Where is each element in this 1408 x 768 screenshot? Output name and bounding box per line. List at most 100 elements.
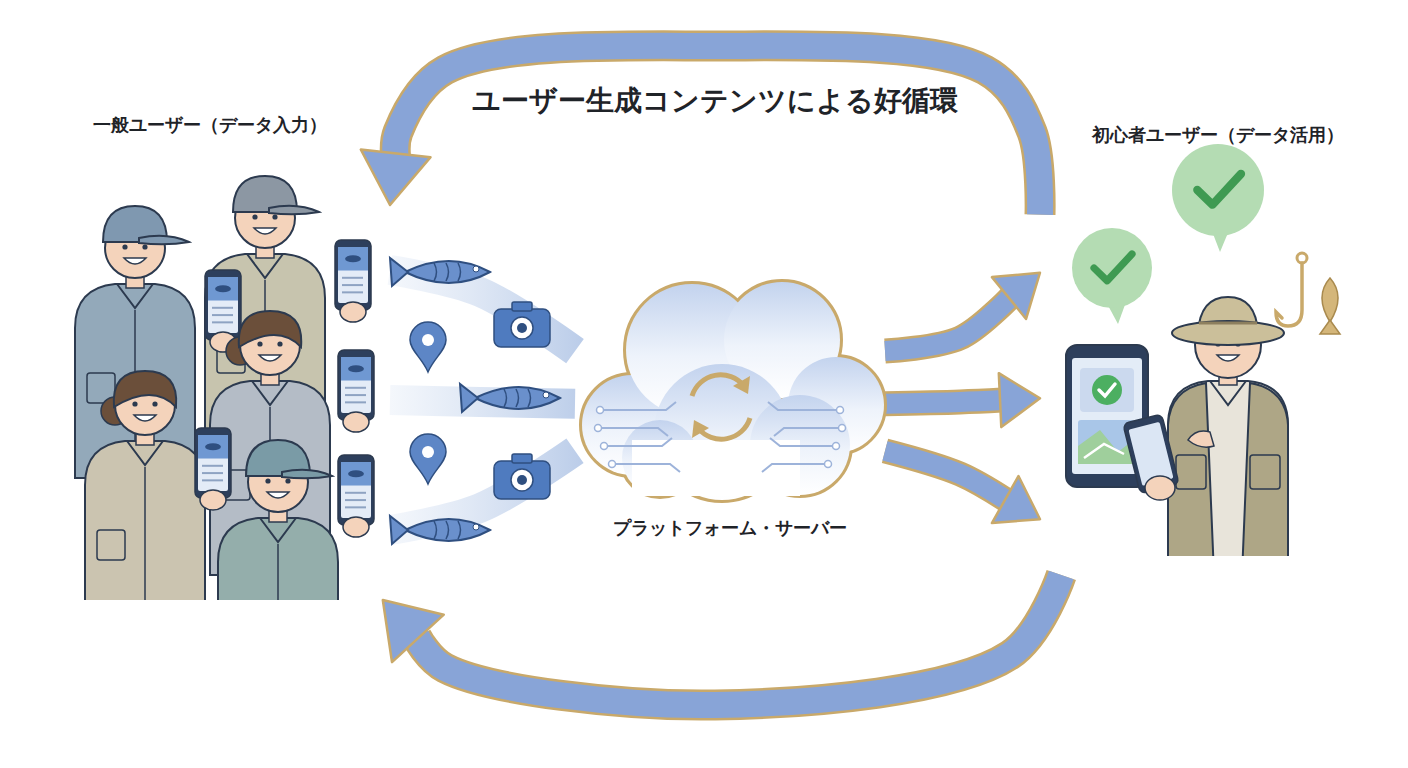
phone-screen (338, 247, 368, 303)
phone-screen (341, 357, 371, 413)
fish-icon (460, 384, 560, 412)
arrow-outline (885, 400, 1002, 404)
fish-body (405, 519, 490, 541)
eye (265, 478, 270, 483)
smartphone (338, 350, 374, 420)
screen-banner (341, 462, 371, 486)
screen-line (342, 291, 363, 293)
hook-icon (1276, 253, 1340, 334)
smartphone (338, 455, 374, 525)
hair (239, 311, 301, 347)
circuit-trace (774, 428, 842, 436)
hat-brim (1172, 321, 1284, 345)
cap-brim (139, 236, 189, 245)
circuit-node (601, 443, 608, 450)
pin-hole (422, 334, 434, 346)
circuit-node (609, 461, 616, 468)
hand (200, 490, 226, 510)
user-group-figures (75, 176, 374, 600)
flow-arrow (885, 451, 1040, 523)
circuit-node (595, 425, 602, 432)
fish-scale (446, 263, 449, 281)
flow-arrow (885, 273, 1040, 351)
circuit-trace (600, 402, 676, 410)
eye (132, 401, 137, 406)
person-body (85, 441, 205, 600)
screen-line (202, 472, 223, 474)
camera-icon (494, 302, 550, 347)
circuit-trace (770, 438, 836, 446)
camera-top (512, 302, 532, 311)
flow-arrow (361, 46, 1040, 215)
arrow-outline (395, 46, 1040, 215)
screen-line (342, 284, 363, 286)
fish-scale (528, 389, 531, 407)
camera-lens (511, 469, 533, 491)
fish-icon (390, 258, 490, 286)
zipper (144, 467, 146, 600)
check-mark (1197, 174, 1241, 205)
circuit-node (837, 407, 844, 414)
screen-banner (338, 247, 368, 271)
hair (114, 371, 176, 407)
arrow-outline (885, 451, 1007, 501)
fish-icon (390, 516, 490, 544)
check-circle (1092, 375, 1122, 405)
vest-pocket (1176, 455, 1206, 489)
hook (1276, 263, 1302, 326)
fish-scale (516, 389, 519, 407)
circuit-node (833, 443, 840, 450)
cloud-server (582, 282, 884, 500)
screen-line (212, 307, 233, 309)
eye (285, 478, 290, 483)
server-cloud: プラットフォーム・サーバー (575, 268, 885, 545)
screen-line (345, 394, 366, 396)
fish-tail (460, 384, 478, 412)
eye (142, 244, 147, 249)
arrow-body (885, 297, 1011, 351)
arrow-outline (885, 297, 1011, 351)
screen-fish (348, 470, 364, 477)
eye (252, 214, 257, 219)
circuit-trace (604, 438, 672, 446)
map-road (1084, 444, 1124, 458)
circuit-node (597, 407, 604, 414)
smile (267, 492, 289, 498)
screen-fish (215, 285, 231, 292)
hand (340, 302, 366, 322)
fish-scale (434, 263, 437, 281)
phone-screen (341, 462, 371, 518)
check-mark (1099, 384, 1115, 396)
arrow-body (885, 400, 1002, 404)
bubble (1172, 144, 1264, 236)
location-pin (410, 434, 446, 484)
screen-line (345, 492, 366, 494)
node-label: 初心者ユーザー（データ活用） (1092, 124, 1344, 147)
beginner-figure (1066, 297, 1288, 556)
screen-banner (341, 357, 371, 381)
sync-head (733, 376, 750, 394)
beginner-user: 初心者ユーザー（データ活用） (1040, 110, 1395, 575)
circuit-trace (762, 464, 828, 472)
eye (272, 214, 277, 219)
screen-line (202, 465, 223, 467)
screen-fish (348, 365, 364, 372)
fish-scale (458, 263, 461, 281)
smile (134, 415, 156, 421)
check-bubble (1072, 228, 1152, 324)
screen-line (212, 321, 233, 323)
circuit-trace (598, 428, 668, 436)
screen-banner (208, 277, 238, 301)
arrow-head (999, 373, 1040, 427)
lens-core (517, 475, 527, 485)
screen-line (345, 499, 366, 501)
circuit-node (825, 461, 832, 468)
user-group: 一般ユーザー（データ入力） (30, 100, 390, 600)
cap-brim (269, 206, 319, 215)
hand (343, 412, 369, 432)
smartphone (195, 428, 231, 498)
circuit-trace (768, 402, 840, 410)
person-body (218, 518, 338, 600)
eye (152, 401, 157, 406)
sync-head (692, 420, 709, 438)
